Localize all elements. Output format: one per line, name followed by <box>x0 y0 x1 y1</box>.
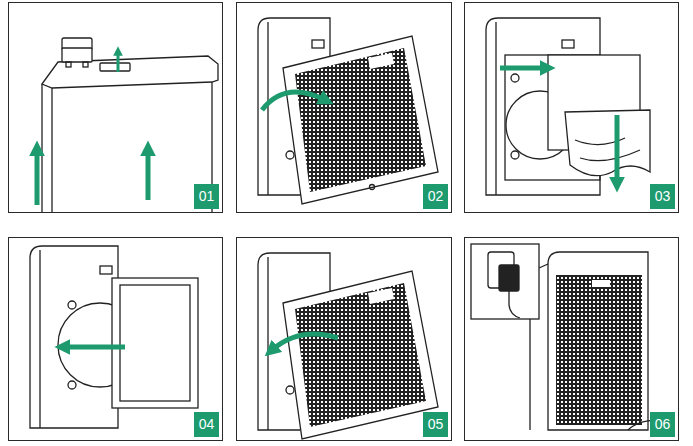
purifier-lift-part <box>41 84 42 213</box>
grille-close-part <box>368 288 394 304</box>
grille-open-part <box>368 53 394 69</box>
step-panel: 05 <box>236 237 452 441</box>
grille-open-part <box>370 185 375 190</box>
filter-insert-part <box>64 345 125 350</box>
purifier-lift-part <box>117 52 120 72</box>
filter-insert-part <box>39 250 40 428</box>
filter-insert-part <box>68 381 76 389</box>
plug-in-part <box>548 252 648 430</box>
step-number: 04 <box>194 412 219 437</box>
step-panel: 06 <box>464 237 679 441</box>
grille-open-part <box>283 36 438 204</box>
filter-remove <box>486 18 650 195</box>
purifier-lift-part <box>51 88 52 213</box>
filter-remove-part <box>565 110 650 176</box>
purifier-lift-part <box>35 150 40 205</box>
grille-open-part <box>312 40 324 48</box>
plug-in-part <box>499 265 519 291</box>
filter-remove-part <box>511 74 519 82</box>
grille-close-part <box>272 334 338 350</box>
purifier-lift-part <box>62 48 92 62</box>
filter-remove-part <box>495 22 496 195</box>
purifier-lift-part <box>66 62 71 67</box>
purifier-lift-part <box>100 63 130 71</box>
step-panel: 03 <box>464 2 679 213</box>
filter-insert-part <box>30 246 118 428</box>
filter-remove-part <box>615 115 620 183</box>
filter-remove-part <box>511 151 519 159</box>
step-number: 03 <box>650 184 675 209</box>
filter-insert <box>30 246 198 428</box>
plug-in-part <box>471 244 539 319</box>
grille-close-part <box>295 283 426 427</box>
grille-close-part <box>267 257 268 430</box>
filter-remove-part <box>500 66 546 71</box>
step-number: 06 <box>650 412 675 437</box>
filter-insert-part <box>112 278 198 408</box>
grille-close-part <box>283 271 438 439</box>
step-number: 02 <box>423 184 448 209</box>
grille-open-part <box>267 22 268 195</box>
purifier-lift-part <box>83 62 88 67</box>
filter-insert-part <box>68 301 76 309</box>
grille-close-part <box>286 386 294 394</box>
grille-close <box>258 253 438 439</box>
filter-remove-part <box>575 138 640 161</box>
step-number: 01 <box>194 184 219 209</box>
grille-open <box>258 18 438 204</box>
filter-remove-part <box>562 40 574 48</box>
plug-in-part <box>556 275 642 425</box>
step-panel: 04 <box>8 237 223 441</box>
grille-open-part <box>286 151 294 159</box>
step-number: 05 <box>423 412 448 437</box>
grille-open-part <box>295 48 426 192</box>
plug-in <box>471 244 672 430</box>
purifier-lift <box>37 38 218 213</box>
plug-in-part <box>509 291 520 318</box>
plug-in-part <box>592 280 610 287</box>
step-panel: 01 <box>8 2 223 213</box>
filter-insert-part <box>120 285 190 401</box>
step-panel: 02 <box>236 2 452 213</box>
purifier-lift-part <box>146 150 151 200</box>
grille-open-part <box>262 92 325 110</box>
filter-insert-part <box>100 266 112 274</box>
